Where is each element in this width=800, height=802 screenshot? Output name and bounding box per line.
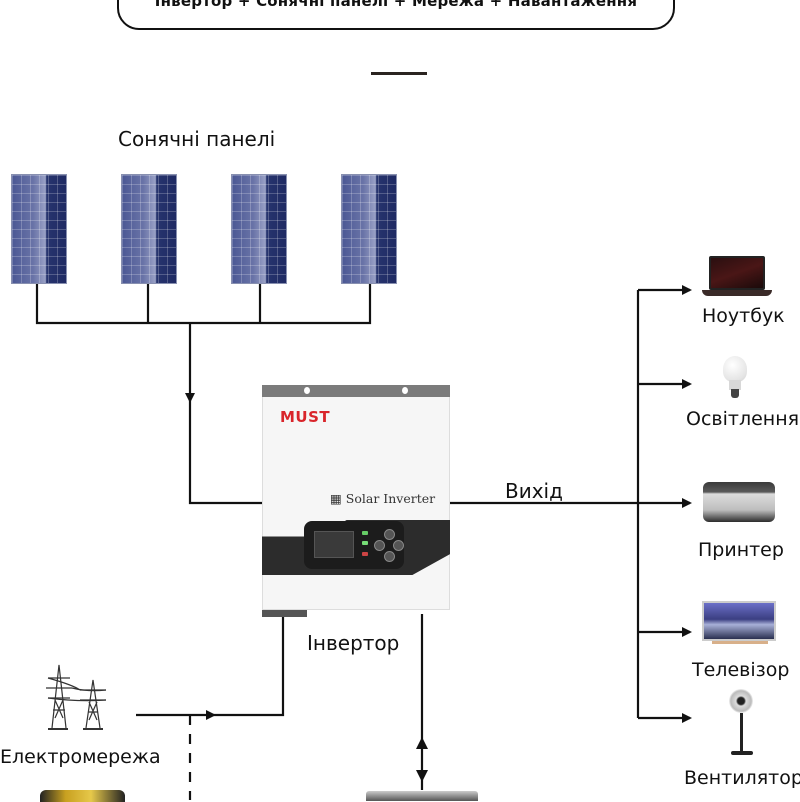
inverter-button bbox=[384, 551, 395, 562]
load-label-lighting: Освітлення bbox=[686, 408, 800, 430]
solar-bus-line bbox=[35, 284, 372, 325]
fan-pole bbox=[740, 713, 743, 751]
battery-icon bbox=[366, 791, 478, 801]
printer-icon bbox=[703, 482, 775, 522]
inverter-button bbox=[374, 540, 385, 551]
inverter-button bbox=[384, 529, 395, 540]
inverter-brand-logo: MUST bbox=[280, 408, 331, 426]
led-indicator bbox=[362, 552, 368, 556]
led-indicator bbox=[362, 541, 368, 545]
light-bulb-icon bbox=[723, 356, 747, 382]
diagram-title: Інвертор + Сонячні панелі + Мережа + Нав… bbox=[154, 0, 638, 10]
load-label-fan: Вентилятор bbox=[684, 767, 800, 789]
tv-icon bbox=[702, 601, 776, 641]
load-label-printer: Принтер bbox=[698, 539, 784, 561]
inverter-control-panel bbox=[304, 521, 404, 569]
grid-to-inverter-line bbox=[214, 614, 285, 717]
solar-panel-icon bbox=[341, 174, 397, 284]
title-divider bbox=[371, 72, 427, 75]
battery-up-arrow bbox=[416, 737, 428, 749]
load-label-laptop: Ноутбук bbox=[702, 305, 785, 327]
solar-panel-icon bbox=[121, 174, 177, 284]
fan-icon bbox=[729, 689, 753, 713]
output-label: Вихід bbox=[505, 479, 563, 503]
solar-panel-icon bbox=[11, 174, 67, 284]
laptop-base bbox=[702, 290, 772, 296]
load-label-tv: Телевізор bbox=[692, 659, 790, 681]
inverter-label: Інвертор bbox=[307, 631, 400, 655]
light-bulb-base bbox=[731, 389, 739, 398]
solar-panels-label: Сонячні панелі bbox=[118, 127, 276, 151]
light-bulb-neck bbox=[729, 380, 741, 390]
led-indicator bbox=[362, 531, 368, 535]
generator-icon bbox=[40, 790, 125, 802]
tv-stand bbox=[712, 641, 768, 644]
inverter-model-text: ▦ Solar Inverter bbox=[330, 491, 436, 506]
inverter-lcd bbox=[314, 531, 354, 558]
inverter-icon: MUST ▦ Solar Inverter bbox=[262, 385, 450, 617]
battery-down-arrow bbox=[416, 770, 428, 782]
grid-label: Електромережа bbox=[0, 746, 161, 768]
laptop-icon bbox=[709, 256, 765, 290]
inverter-button bbox=[393, 540, 404, 551]
solar-to-inverter-line bbox=[188, 401, 262, 505]
solar-panel-icon bbox=[231, 174, 287, 284]
power-tower-icon bbox=[46, 664, 107, 730]
fan-base bbox=[731, 751, 753, 755]
